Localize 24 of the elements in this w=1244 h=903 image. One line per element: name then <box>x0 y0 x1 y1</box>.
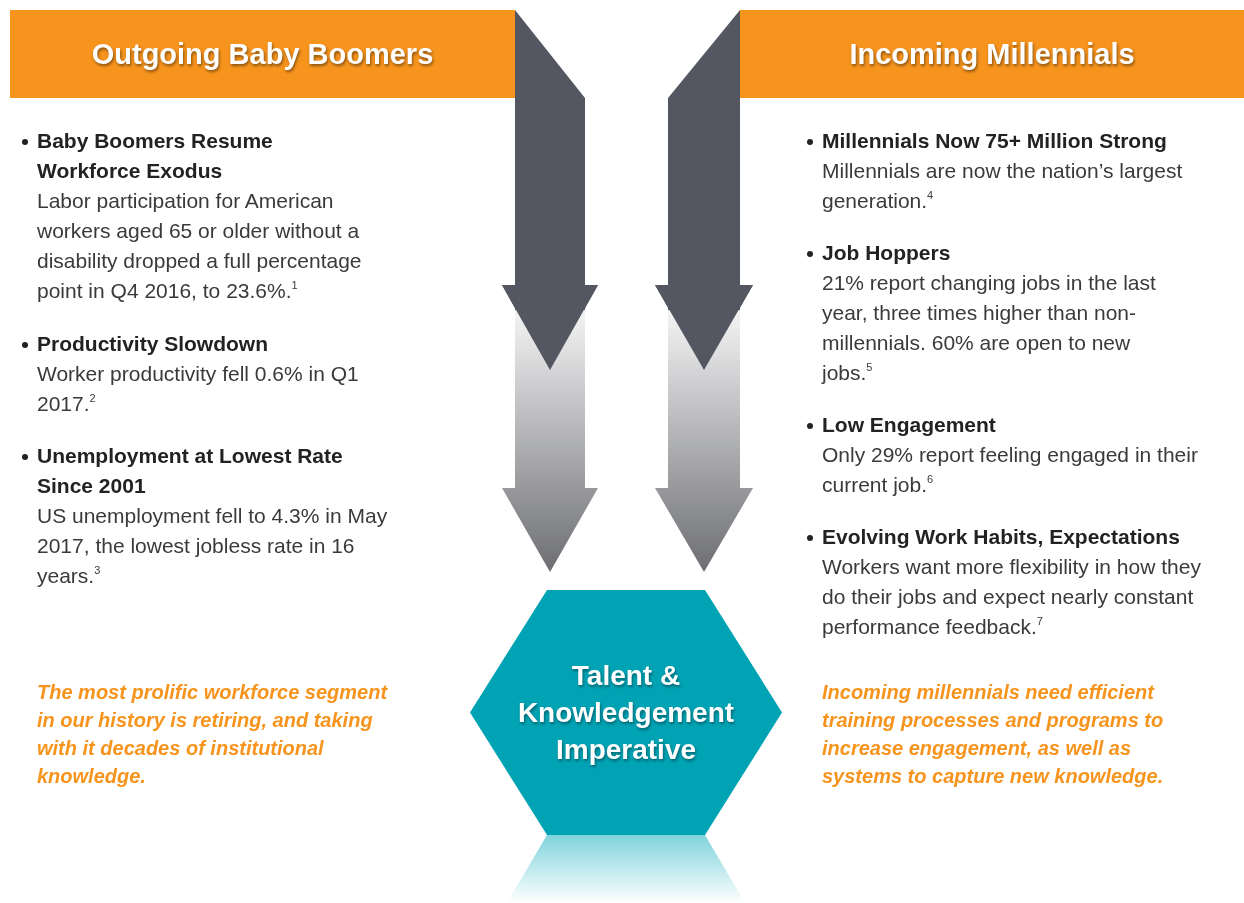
bullet-heading: Evolving Work Habits, Expectations <box>822 524 1181 550</box>
summary-note: The most prolific workforce segment in our history is retiring, and taking with it decades of institutional knowledge. <box>37 680 389 789</box>
bullet-heading: Job Hoppers <box>822 240 952 266</box>
bullet-heading: Millennials Now 75+ Million Strong <box>822 128 1168 154</box>
down-arrow <box>655 10 753 572</box>
hexagon <box>470 590 782 835</box>
bullet-heading: Unemployment at Lowest Rate Since 2001 <box>37 443 344 499</box>
bullet-text: Worker productivity fell 0.6% in Q1 2017.$^{2}$ <box>37 361 360 417</box>
header-band <box>10 10 515 98</box>
node-title: Incoming Millennials <box>849 37 1135 71</box>
header-band <box>740 10 1244 98</box>
down-arrow <box>502 10 598 572</box>
bullet-text: US unemployment fell to 4.3% in May 2017, the lowest jobless rate in 16 years.$^{3}$ <box>37 503 389 589</box>
bullet-text: 21% report changing jobs in the last year, three times higher than non-millennials. 60% are open to new jobs.$^{5}$ <box>822 270 1157 386</box>
bullet-text: Workers want more flexibility in how they do their jobs and expect nearly constant performance feedback.$^{7}$ <box>822 554 1202 640</box>
bullet-heading: Low Engagement <box>822 412 997 438</box>
bullet-text: Only 29% report feeling engaged in their current job.$^{6}$ <box>822 442 1199 498</box>
bullet-heading: Productivity Slowdown <box>37 331 269 357</box>
bullet-text: Millennials are now the nation’s largest generation.$^{4}$ <box>822 158 1184 214</box>
node-title: Talent & Knowledgement Imperative <box>516 659 736 767</box>
bullet-heading: Baby Boomers Resume Workforce Exodus <box>37 128 274 184</box>
bullet-text: Labor participation for American workers aged 65 or older without a disability dropped a full percentage point in Q4 2016, to 23.6%.$^{1}$ <box>37 188 363 304</box>
node-title: Outgoing Baby Boomers <box>91 37 434 71</box>
summary-note: Incoming millennials need efficient training processes and programs to increase engagement, as well as systems to capture new knowledge. <box>822 680 1165 789</box>
